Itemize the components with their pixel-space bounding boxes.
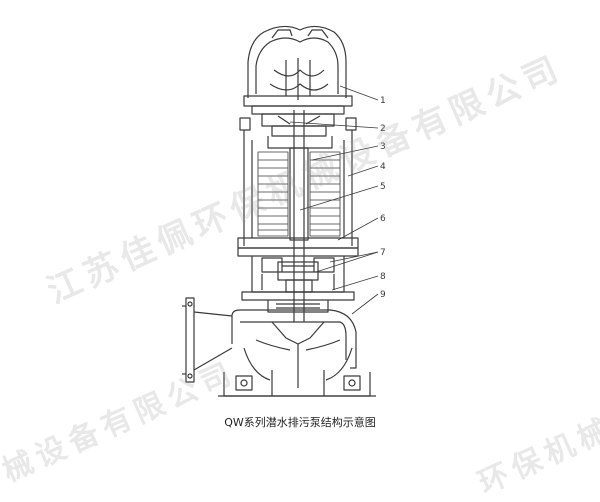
callout-4: 4 <box>380 162 386 172</box>
callout-labels: 1 2 3 4 5 6 7 8 9 <box>380 96 386 300</box>
callout-3: 3 <box>380 142 386 152</box>
callout-6: 6 <box>380 214 386 224</box>
motor-housing <box>237 117 359 257</box>
lower-seal <box>267 300 329 313</box>
pump-base <box>218 370 376 397</box>
callout-7: 7 <box>380 248 386 258</box>
rotor-shaft <box>289 110 309 322</box>
pump-cross-section-diagram: 1 2 3 4 5 6 7 8 9 <box>182 25 386 397</box>
top-hood <box>243 25 353 115</box>
callout-1: 1 <box>380 96 386 106</box>
diagram-caption: QW系列潜水排污泵结构示意图 <box>224 416 376 429</box>
discharge-flange <box>182 297 233 383</box>
callout-8: 8 <box>380 272 386 282</box>
leader-lines <box>289 85 379 315</box>
callout-2: 2 <box>380 124 386 134</box>
pump-volute <box>231 309 357 388</box>
stator-windings <box>257 151 341 237</box>
callout-5: 5 <box>380 182 386 192</box>
seal-chamber <box>241 256 355 301</box>
upper-bearing <box>261 113 335 149</box>
callout-9: 9 <box>380 290 386 300</box>
